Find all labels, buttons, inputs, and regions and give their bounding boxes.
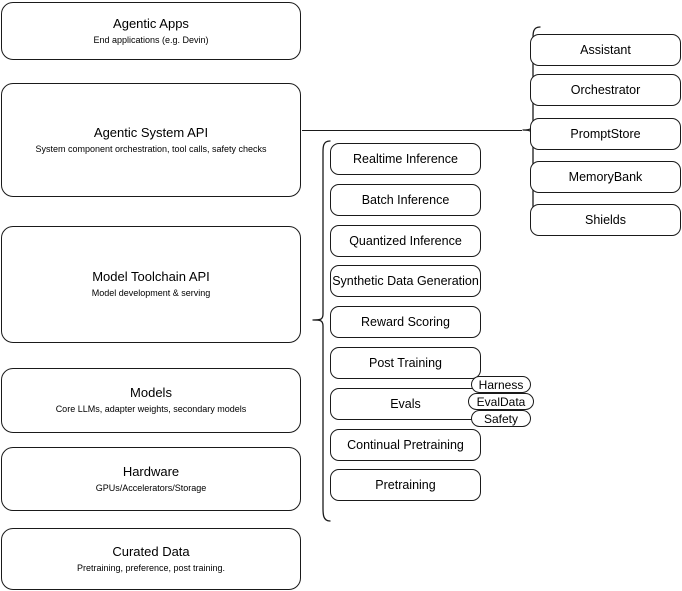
layer-box-models[interactable]: Models Core LLMs, adapter weights, secon… bbox=[1, 368, 301, 433]
evals-badge-evaldata[interactable]: EvalData bbox=[468, 393, 534, 410]
capability-title: Continual Pretraining bbox=[347, 438, 464, 452]
brace-model-toolchain bbox=[302, 138, 332, 524]
layer-box-curated-data[interactable]: Curated Data Pretraining, preference, po… bbox=[1, 528, 301, 590]
component-box-orchestrator[interactable]: Orchestrator bbox=[530, 74, 681, 106]
layer-title: Agentic Apps bbox=[113, 15, 189, 31]
layer-subtitle: Model development & serving bbox=[91, 288, 211, 298]
connector-line-agentic-system-api bbox=[302, 130, 522, 131]
capability-box-realtime-inference[interactable]: Realtime Inference bbox=[330, 143, 481, 175]
layer-box-hardware[interactable]: Hardware GPUs/Accelerators/Storage bbox=[1, 447, 301, 511]
layer-box-model-toolchain-api[interactable]: Model Toolchain API Model development & … bbox=[1, 226, 301, 343]
capability-box-quantized-inference[interactable]: Quantized Inference bbox=[330, 225, 481, 257]
layer-subtitle: GPUs/Accelerators/Storage bbox=[95, 482, 207, 493]
component-title: Orchestrator bbox=[570, 83, 641, 97]
capability-title: Realtime Inference bbox=[353, 152, 458, 166]
layer-title: Agentic System API bbox=[93, 124, 209, 140]
capability-title: Quantized Inference bbox=[349, 234, 462, 248]
layer-title: Hardware bbox=[122, 463, 180, 479]
capability-box-batch-inference[interactable]: Batch Inference bbox=[330, 184, 481, 216]
capability-box-reward-scoring[interactable]: Reward Scoring bbox=[330, 306, 481, 338]
capability-box-post-training[interactable]: Post Training bbox=[330, 347, 481, 379]
capability-box-pretraining[interactable]: Pretraining bbox=[330, 469, 481, 501]
layer-subtitle: Pretraining, preference, post training. bbox=[76, 562, 226, 573]
component-box-assistant[interactable]: Assistant bbox=[530, 34, 681, 66]
capability-title: Evals bbox=[390, 397, 421, 411]
capability-box-evals[interactable]: Evals bbox=[330, 388, 481, 420]
component-box-promptstore[interactable]: PromptStore bbox=[530, 118, 681, 150]
evals-badge-label: Harness bbox=[478, 377, 524, 392]
component-title: Shields bbox=[585, 213, 626, 227]
capability-box-continual-pretraining[interactable]: Continual Pretraining bbox=[330, 429, 481, 461]
evals-badge-label: EvalData bbox=[476, 394, 526, 409]
evals-badge-safety[interactable]: Safety bbox=[471, 410, 531, 427]
capability-title: Pretraining bbox=[375, 478, 436, 492]
layer-box-agentic-system-api[interactable]: Agentic System API System component orch… bbox=[1, 83, 301, 197]
layer-subtitle: End applications (e.g. Devin) bbox=[93, 34, 209, 45]
capability-title: Post Training bbox=[369, 356, 442, 370]
layer-subtitle: System component orchestration, tool cal… bbox=[35, 143, 267, 154]
layer-title: Curated Data bbox=[112, 543, 190, 559]
evals-badge-label: Safety bbox=[483, 411, 519, 426]
layer-box-agentic-apps[interactable]: Agentic Apps End applications (e.g. Devi… bbox=[1, 2, 301, 60]
evals-badge-harness[interactable]: Harness bbox=[471, 376, 531, 393]
layer-title: Models bbox=[130, 385, 172, 400]
capability-title: Synthetic Data Generation bbox=[332, 274, 479, 288]
layer-title: Model Toolchain API bbox=[92, 269, 210, 284]
component-box-memorybank[interactable]: MemoryBank bbox=[530, 161, 681, 193]
capability-title: Batch Inference bbox=[361, 193, 450, 207]
component-title: PromptStore bbox=[570, 127, 641, 141]
capability-box-synthetic-data-generation[interactable]: Synthetic Data Generation bbox=[330, 265, 481, 297]
component-box-shields[interactable]: Shields bbox=[530, 204, 681, 236]
component-title: MemoryBank bbox=[568, 170, 643, 184]
component-title: Assistant bbox=[580, 43, 631, 57]
layer-subtitle: Core LLMs, adapter weights, secondary mo… bbox=[55, 404, 247, 414]
capability-title: Reward Scoring bbox=[361, 315, 450, 329]
